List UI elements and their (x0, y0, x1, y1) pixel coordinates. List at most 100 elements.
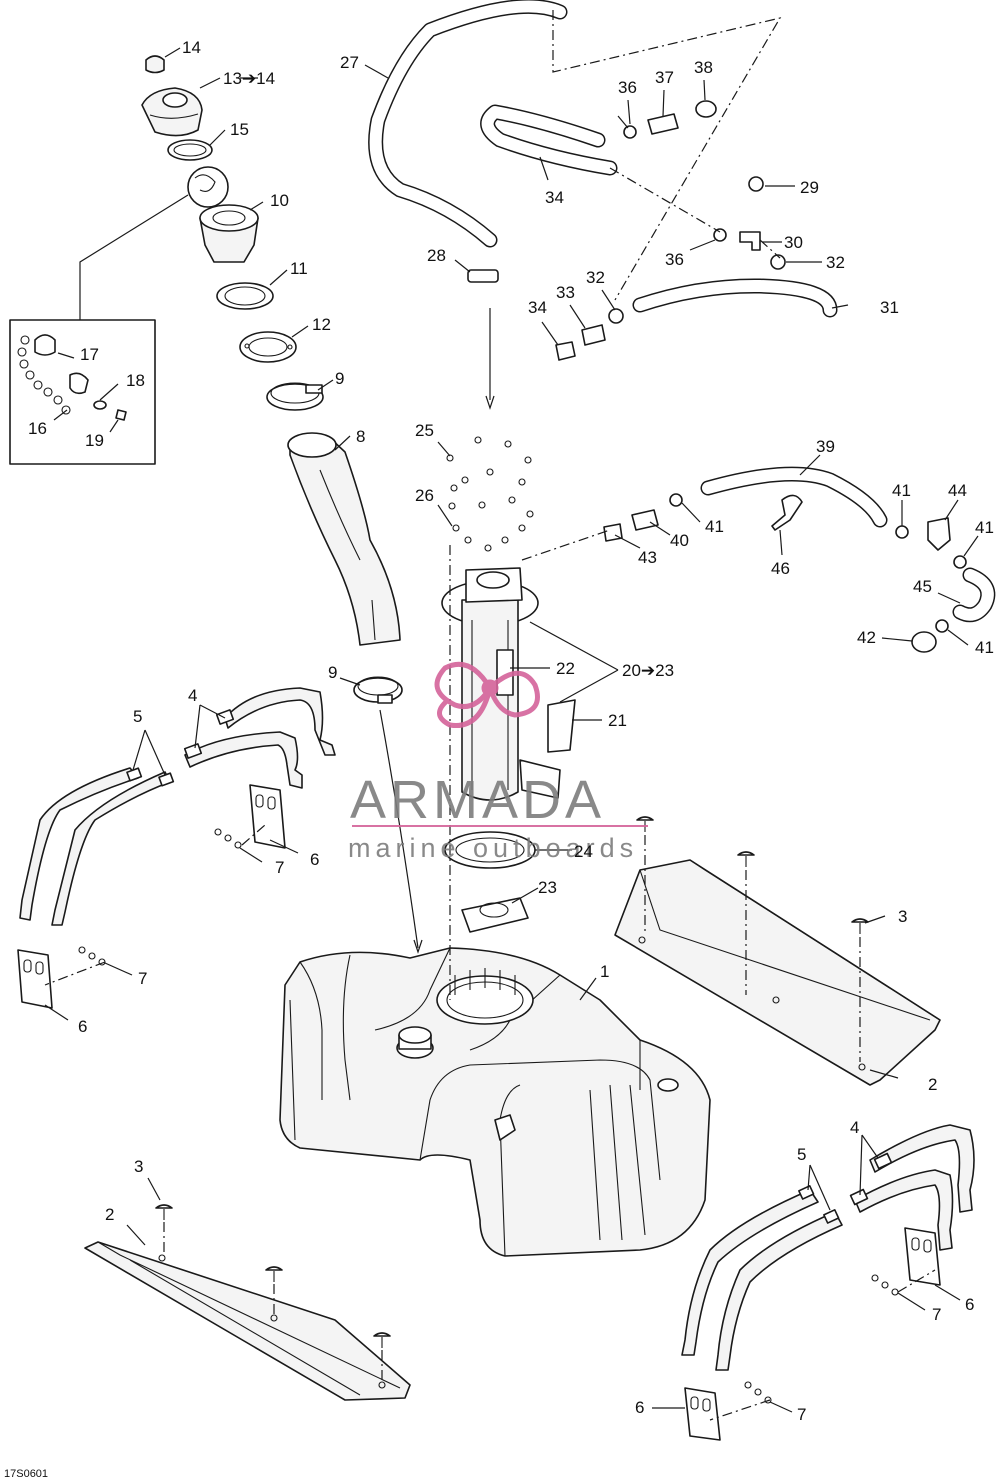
callout-9: 9 (335, 369, 344, 388)
vent-hose-27[interactable] (368, 0, 568, 248)
callout-15: 15 (230, 120, 249, 139)
callout-23: 23 (538, 878, 557, 897)
fuel-tank[interactable] (279, 947, 711, 1257)
callout-8: 8 (356, 427, 365, 446)
callout-6: 6 (965, 1295, 974, 1314)
fastener-7-group[interactable] (44, 824, 936, 1421)
callout-41: 41 (705, 517, 724, 536)
callout-9: 9 (328, 663, 337, 682)
assembly-lines (379, 10, 782, 1000)
filler-neck-10[interactable] (199, 204, 259, 263)
callout-29: 29 (800, 178, 819, 197)
cap-plug-14[interactable] (145, 55, 165, 74)
callout-7: 7 (932, 1305, 941, 1324)
vent-hose-31[interactable] (632, 278, 838, 318)
callout-2: 2 (928, 1075, 937, 1094)
callout-5: 5 (797, 1145, 806, 1164)
callout-12: 12 (312, 315, 331, 334)
callout-24: 24 (574, 842, 593, 861)
hose-clamp-9-upper[interactable] (266, 382, 324, 411)
bracket-6-group[interactable] (17, 784, 941, 1441)
callout-7: 7 (138, 969, 147, 988)
callout-18: 18 (126, 371, 145, 390)
callout-11: 11 (290, 259, 308, 278)
vent-hose-34-upper[interactable] (480, 104, 618, 176)
callout-33: 33 (556, 283, 575, 302)
callout-41: 41 (892, 481, 911, 500)
fitting-group[interactable] (467, 100, 967, 653)
callout-37: 37 (655, 68, 674, 87)
fuel-hose-39[interactable] (700, 466, 888, 528)
callout-46: 46 (771, 559, 790, 578)
callout-7: 7 (797, 1405, 806, 1424)
strap-lower-right[interactable] (681, 1189, 843, 1371)
strap-upper-left[interactable] (184, 687, 336, 789)
hose-clamp-9-lower[interactable] (353, 676, 403, 704)
nut-washer-grid[interactable] (446, 436, 534, 552)
callout-6: 6 (78, 1017, 87, 1036)
callout-16: 16 (28, 419, 47, 438)
strap-clip-group[interactable] (126, 709, 893, 1224)
strap-upper-right[interactable] (854, 1124, 975, 1251)
callout-45: 45 (913, 577, 932, 596)
tether-screw-19[interactable] (115, 409, 127, 421)
callout-2: 2 (105, 1205, 114, 1224)
heat-shield-left[interactable] (84, 1241, 411, 1401)
tether-cap-17[interactable] (34, 334, 56, 356)
retainer-ball[interactable] (187, 166, 229, 208)
pump-bracket-21[interactable] (519, 699, 576, 799)
propeller-logo (434, 661, 540, 729)
callout-34: 34 (545, 188, 564, 207)
callout-22: 22 (556, 659, 575, 678)
callout-28: 28 (427, 246, 446, 265)
callout-17: 17 (80, 345, 99, 364)
callout-39: 39 (816, 437, 835, 456)
fuel-cap-13[interactable] (141, 87, 203, 137)
callout-1: 1 (600, 962, 609, 981)
callout-31: 31 (880, 298, 899, 317)
tether-link-18[interactable] (69, 372, 89, 395)
ring-12[interactable] (239, 331, 297, 363)
detail-inset (9, 319, 156, 465)
callout-32: 32 (586, 268, 605, 287)
callout-4: 4 (188, 686, 197, 705)
gasket-11[interactable] (216, 282, 274, 310)
o-ring-15[interactable] (167, 139, 213, 161)
fuel-hose-45[interactable] (952, 567, 996, 623)
strap-lower-left[interactable] (19, 767, 171, 926)
tether-chain-16[interactable] (17, 335, 71, 415)
watermark-tagline: marine outboards (348, 833, 638, 863)
callout-labels: 1 2 2 3 3 4 4 5 5 6 6 6 6 7 7 7 7 8 9 9 … (28, 38, 994, 1424)
leader-lines (44, 47, 979, 1413)
callout-3: 3 (134, 1157, 143, 1176)
callout-41: 41 (975, 518, 994, 537)
callout-43: 43 (638, 548, 657, 567)
filler-hose-8[interactable] (287, 432, 401, 646)
callout-3: 3 (898, 907, 907, 926)
diagram-code: 17S0601 (4, 1468, 48, 1480)
callout-27: 27 (340, 53, 359, 72)
callout-30: 30 (784, 233, 803, 252)
watermark-brand: ARMADA (350, 770, 605, 830)
callout-40: 40 (670, 531, 689, 550)
callout-36: 36 (665, 250, 684, 269)
callout-41: 41 (975, 638, 994, 657)
screw-3-group[interactable] (155, 816, 869, 1348)
callout-14: 14 (182, 38, 201, 57)
callout-25: 25 (415, 421, 434, 440)
callout-20-23: 20➔23 (622, 661, 674, 680)
callout-44: 44 (948, 481, 967, 500)
heat-shield-right[interactable] (614, 859, 941, 1086)
callout-38: 38 (694, 58, 713, 77)
callout-36: 36 (618, 78, 637, 97)
callout-6: 6 (635, 1398, 644, 1417)
cable-tie-46[interactable] (771, 494, 803, 531)
callout-19: 19 (85, 431, 104, 450)
callout-21: 21 (608, 711, 627, 730)
callout-5: 5 (133, 707, 142, 726)
strainer-23[interactable] (461, 897, 529, 933)
armada-watermark: ARMADA marine outboards (348, 661, 648, 863)
callout-13-14: 13➔14 (223, 69, 275, 88)
screw-alignment-lines (163, 835, 861, 1380)
